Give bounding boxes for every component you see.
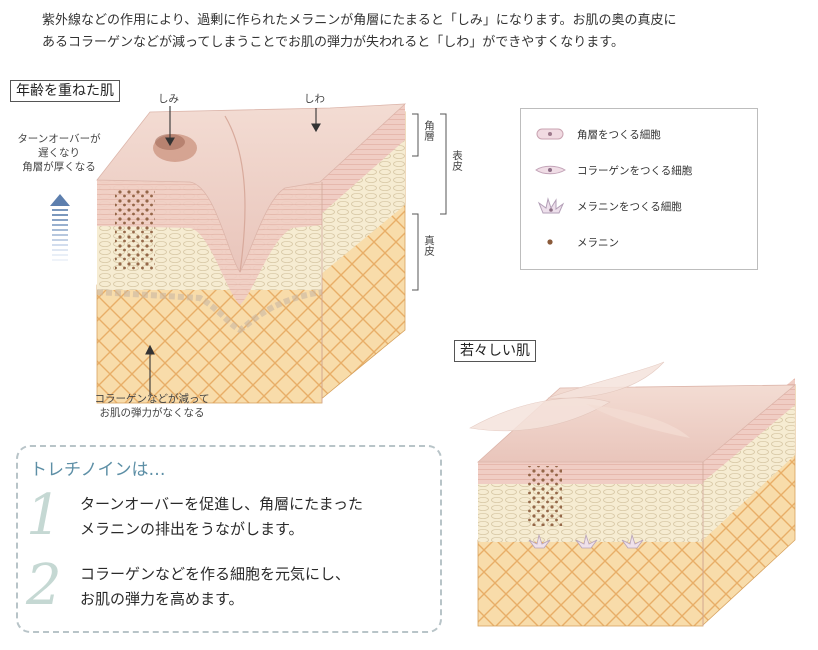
young-skin-block	[469, 361, 797, 627]
label-shimi: しみ	[158, 93, 179, 105]
collagen-note-line-1: コラーゲンなどが減って	[94, 393, 210, 405]
tretinoin-box	[16, 445, 442, 633]
layer-label-hyohi: 表皮	[451, 150, 463, 171]
turnover-note-line-2: 遅くなり	[38, 147, 80, 159]
intro-line-2: あるコラーゲンなどが減ってしまうことでお肌の弾力が失われると「しわ」ができやすく…	[42, 35, 625, 50]
tretinoin-item-2: コラーゲンなどを作る細胞を元気にし、 お肌の弾力を高めます。	[80, 562, 350, 612]
tretinoin-item-1-line-2: メラニンの排出をうながします。	[80, 520, 304, 538]
melanin-dot-icon	[547, 239, 553, 245]
tretinoin-title: トレチノインは…	[30, 460, 166, 480]
aged-skin-block	[96, 103, 407, 404]
tretinoin-item-2-line-2: お肌の弾力を高めます。	[80, 590, 244, 608]
turnover-arrow-icon	[50, 194, 70, 261]
intro-line-1: 紫外線などの作用により、過剰に作られたメラニンが角層にたまると「しみ」になります…	[42, 13, 677, 28]
tretinoin-item-2-line-1: コラーゲンなどを作る細胞を元気にし、	[80, 565, 351, 583]
legend-item-keratinocyte: 角層をつくる細胞	[535, 123, 661, 145]
intro-text: 紫外線などの作用により、過剰に作られたメラニンが角層にたまると「しみ」になります…	[42, 10, 812, 54]
legend-item-melanin: メラニン	[535, 231, 619, 253]
legend-label-melanin: メラニン	[577, 236, 619, 249]
keratinocyte-cell-icon	[536, 128, 564, 140]
collagen-note-line-2: お肌の弾力がなくなる	[99, 407, 205, 419]
young-skin-title: 若々しい肌	[454, 340, 536, 362]
melanocyte-cell-icon	[537, 197, 565, 214]
turnover-note-line-3: 角層が厚くなる	[22, 161, 96, 173]
legend-label-melanocyte: メラニンをつくる細胞	[577, 200, 682, 213]
legend-item-melanocyte: メラニンをつくる細胞	[535, 195, 682, 217]
turnover-note: ターンオーバーが 遅くなり 角層が厚くなる	[8, 132, 110, 174]
fibroblast-cell-icon	[535, 165, 566, 175]
legend-item-fibroblast: コラーゲンをつくる細胞	[535, 159, 692, 181]
collagen-note: コラーゲンなどが減って お肌の弾力がなくなる	[88, 392, 216, 420]
layer-label-shinpi: 真皮	[423, 235, 435, 256]
layer-brackets	[412, 113, 447, 291]
pointer-arrows	[145, 106, 321, 395]
layer-label-kakuso: 角層	[423, 120, 435, 141]
tretinoin-item-1: ターンオーバーを促進し、角層にたまった メラニンの排出をうながします。	[80, 492, 363, 542]
item-number-1: 1	[26, 483, 62, 548]
item-number-2: 2	[26, 553, 62, 618]
tretinoin-item-1-line-1: ターンオーバーを促進し、角層にたまった	[80, 495, 364, 513]
legend: 角層をつくる細胞 コラーゲンをつくる細胞 メラニンをつくる細胞 メラニン	[520, 108, 758, 270]
aged-skin-title: 年齢を重ねた肌	[10, 80, 120, 102]
label-shiwa: しわ	[304, 93, 325, 105]
legend-label-fibroblast: コラーゲンをつくる細胞	[577, 164, 693, 177]
turnover-note-line-1: ターンオーバーが	[17, 133, 101, 145]
legend-label-keratinocyte: 角層をつくる細胞	[577, 128, 661, 141]
